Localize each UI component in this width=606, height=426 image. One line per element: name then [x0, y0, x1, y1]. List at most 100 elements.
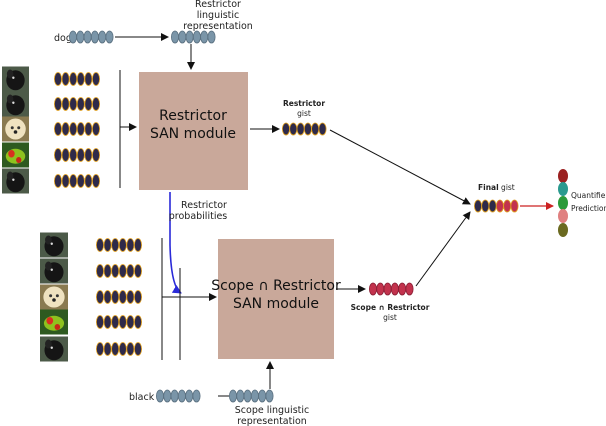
vector-bead [84, 174, 93, 188]
vector-bead [155, 389, 164, 403]
prediction-bead [558, 223, 568, 237]
vector-bead [96, 264, 105, 278]
vector-bead [84, 122, 93, 136]
vector-bead [126, 238, 135, 252]
vector-bead [133, 290, 142, 304]
vector-bead [200, 30, 209, 44]
vector-bead [178, 30, 187, 44]
vector-bead [376, 282, 385, 296]
vector-bead [281, 122, 290, 136]
quantifier-label-2: Prediction [571, 204, 606, 213]
dog-image-icon [40, 232, 68, 258]
scope-gist-to-final-arrow [415, 211, 471, 287]
vector-bead [61, 122, 70, 136]
vector-bead [390, 282, 399, 296]
vector-bead [90, 30, 99, 44]
vector-bead [250, 389, 259, 403]
vector-bead [405, 282, 414, 296]
dog-image-icon [2, 66, 29, 92]
restrictor-word: dog [54, 33, 72, 44]
quantifier-prediction-vector [558, 169, 568, 237]
scope-image-column [40, 232, 68, 362]
vector-bead [503, 199, 512, 213]
restrictor-ling-label-2: linguistic [197, 10, 240, 21]
vector-bead [69, 174, 78, 188]
final-gist-vector [473, 199, 519, 213]
vector-bead [103, 342, 112, 356]
scope-gist-sub: gist [383, 313, 397, 322]
restrictor-probabilities-arrow [169, 192, 182, 294]
vector-bead [92, 174, 101, 188]
vector-bead [61, 97, 70, 111]
vector-bead [111, 315, 120, 329]
vector-bead [76, 148, 85, 162]
vector-bead [69, 30, 78, 44]
vector-bead [126, 342, 135, 356]
scope-image-vectors [96, 238, 142, 356]
restrictor-gist-vector [281, 122, 327, 136]
quantifier-label-1: Quantifier [571, 191, 606, 200]
vector-bead [133, 342, 142, 356]
scope-gist-vector [368, 282, 414, 296]
vector-bead [103, 315, 112, 329]
vector-bead [76, 97, 85, 111]
vector-bead [185, 30, 194, 44]
vector-bead [311, 122, 320, 136]
restrictor-module-title-2: SAN module [150, 126, 236, 142]
vector-bead [133, 264, 142, 278]
restrictor-image-vectors [54, 72, 101, 188]
vector-bead [69, 97, 78, 111]
vector-bead [84, 72, 93, 86]
black-word-vector [155, 389, 201, 403]
vector-bead [398, 282, 407, 296]
vector-bead [236, 389, 245, 403]
vector-bead [473, 199, 482, 213]
vector-bead [185, 389, 194, 403]
vector-bead [118, 315, 127, 329]
vector-bead [76, 122, 85, 136]
vector-bead [170, 30, 179, 44]
vector-bead [111, 264, 120, 278]
dog-image-icon [2, 91, 29, 117]
vector-bead [103, 290, 112, 304]
vector-bead [61, 148, 70, 162]
vector-bead [207, 30, 216, 44]
restrictor-san-module [139, 72, 248, 190]
vector-bead [69, 122, 78, 136]
vector-bead [258, 389, 267, 403]
vector-bead [170, 389, 179, 403]
restrictor-gist-sub: gist [297, 109, 311, 118]
vector-bead [111, 290, 120, 304]
vector-bead [192, 389, 201, 403]
prediction-bead [558, 209, 568, 223]
vector-bead [111, 342, 120, 356]
prediction-bead [558, 169, 568, 183]
vector-bead [296, 122, 305, 136]
restrictor-linguistic-vector [170, 30, 216, 44]
vector-bead [510, 199, 519, 213]
vector-bead [84, 97, 93, 111]
vector-bead [228, 389, 237, 403]
vector-bead [495, 199, 504, 213]
restrictor-ling-label-3: representation [183, 21, 253, 32]
vector-bead [126, 264, 135, 278]
vector-bead [76, 174, 85, 188]
vector-bead [83, 30, 92, 44]
prediction-bead [558, 182, 568, 196]
scope-module-title-2: SAN module [233, 296, 319, 312]
restrictor-prob-label-2: probabilities [169, 211, 228, 222]
vector-bead [103, 238, 112, 252]
final-gist-label: Final gist [478, 183, 515, 192]
restrictor-image-column [2, 66, 29, 194]
vector-bead [84, 148, 93, 162]
vector-bead [265, 389, 274, 403]
vector-bead [54, 97, 63, 111]
vector-bead [92, 122, 101, 136]
vector-bead [54, 148, 63, 162]
vector-bead [118, 264, 127, 278]
vector-bead [118, 342, 127, 356]
vector-bead [481, 199, 490, 213]
vector-bead [303, 122, 312, 136]
